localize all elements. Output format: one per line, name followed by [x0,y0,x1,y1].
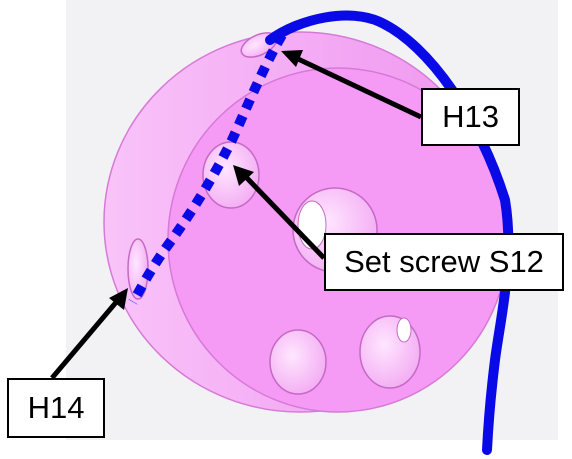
arrow-set-screw-head [233,165,254,186]
face-hole-center-inner [297,200,327,250]
hole-h14 [127,238,149,300]
label-h13-text: H13 [442,99,499,134]
label-set-screw: Set screw S12 [324,233,564,291]
arrow-h14-head [109,288,128,310]
label-h14-text: H14 [27,390,85,425]
cable-solid [265,10,514,455]
label-h14: H14 [7,378,105,438]
label-set-screw-text: Set screw S12 [344,244,544,279]
hole-set-screw-s12 [202,141,260,209]
cable-dashed [128,32,287,305]
arrow-h13 [294,55,423,120]
arrow-h14 [50,298,120,380]
arrow-set-screw [243,174,326,260]
face-hole-bottom-right-inner [396,317,412,343]
label-h13: H13 [421,88,520,146]
face-hole-bottom-left [269,329,327,395]
arrow-h13-head [281,50,303,67]
